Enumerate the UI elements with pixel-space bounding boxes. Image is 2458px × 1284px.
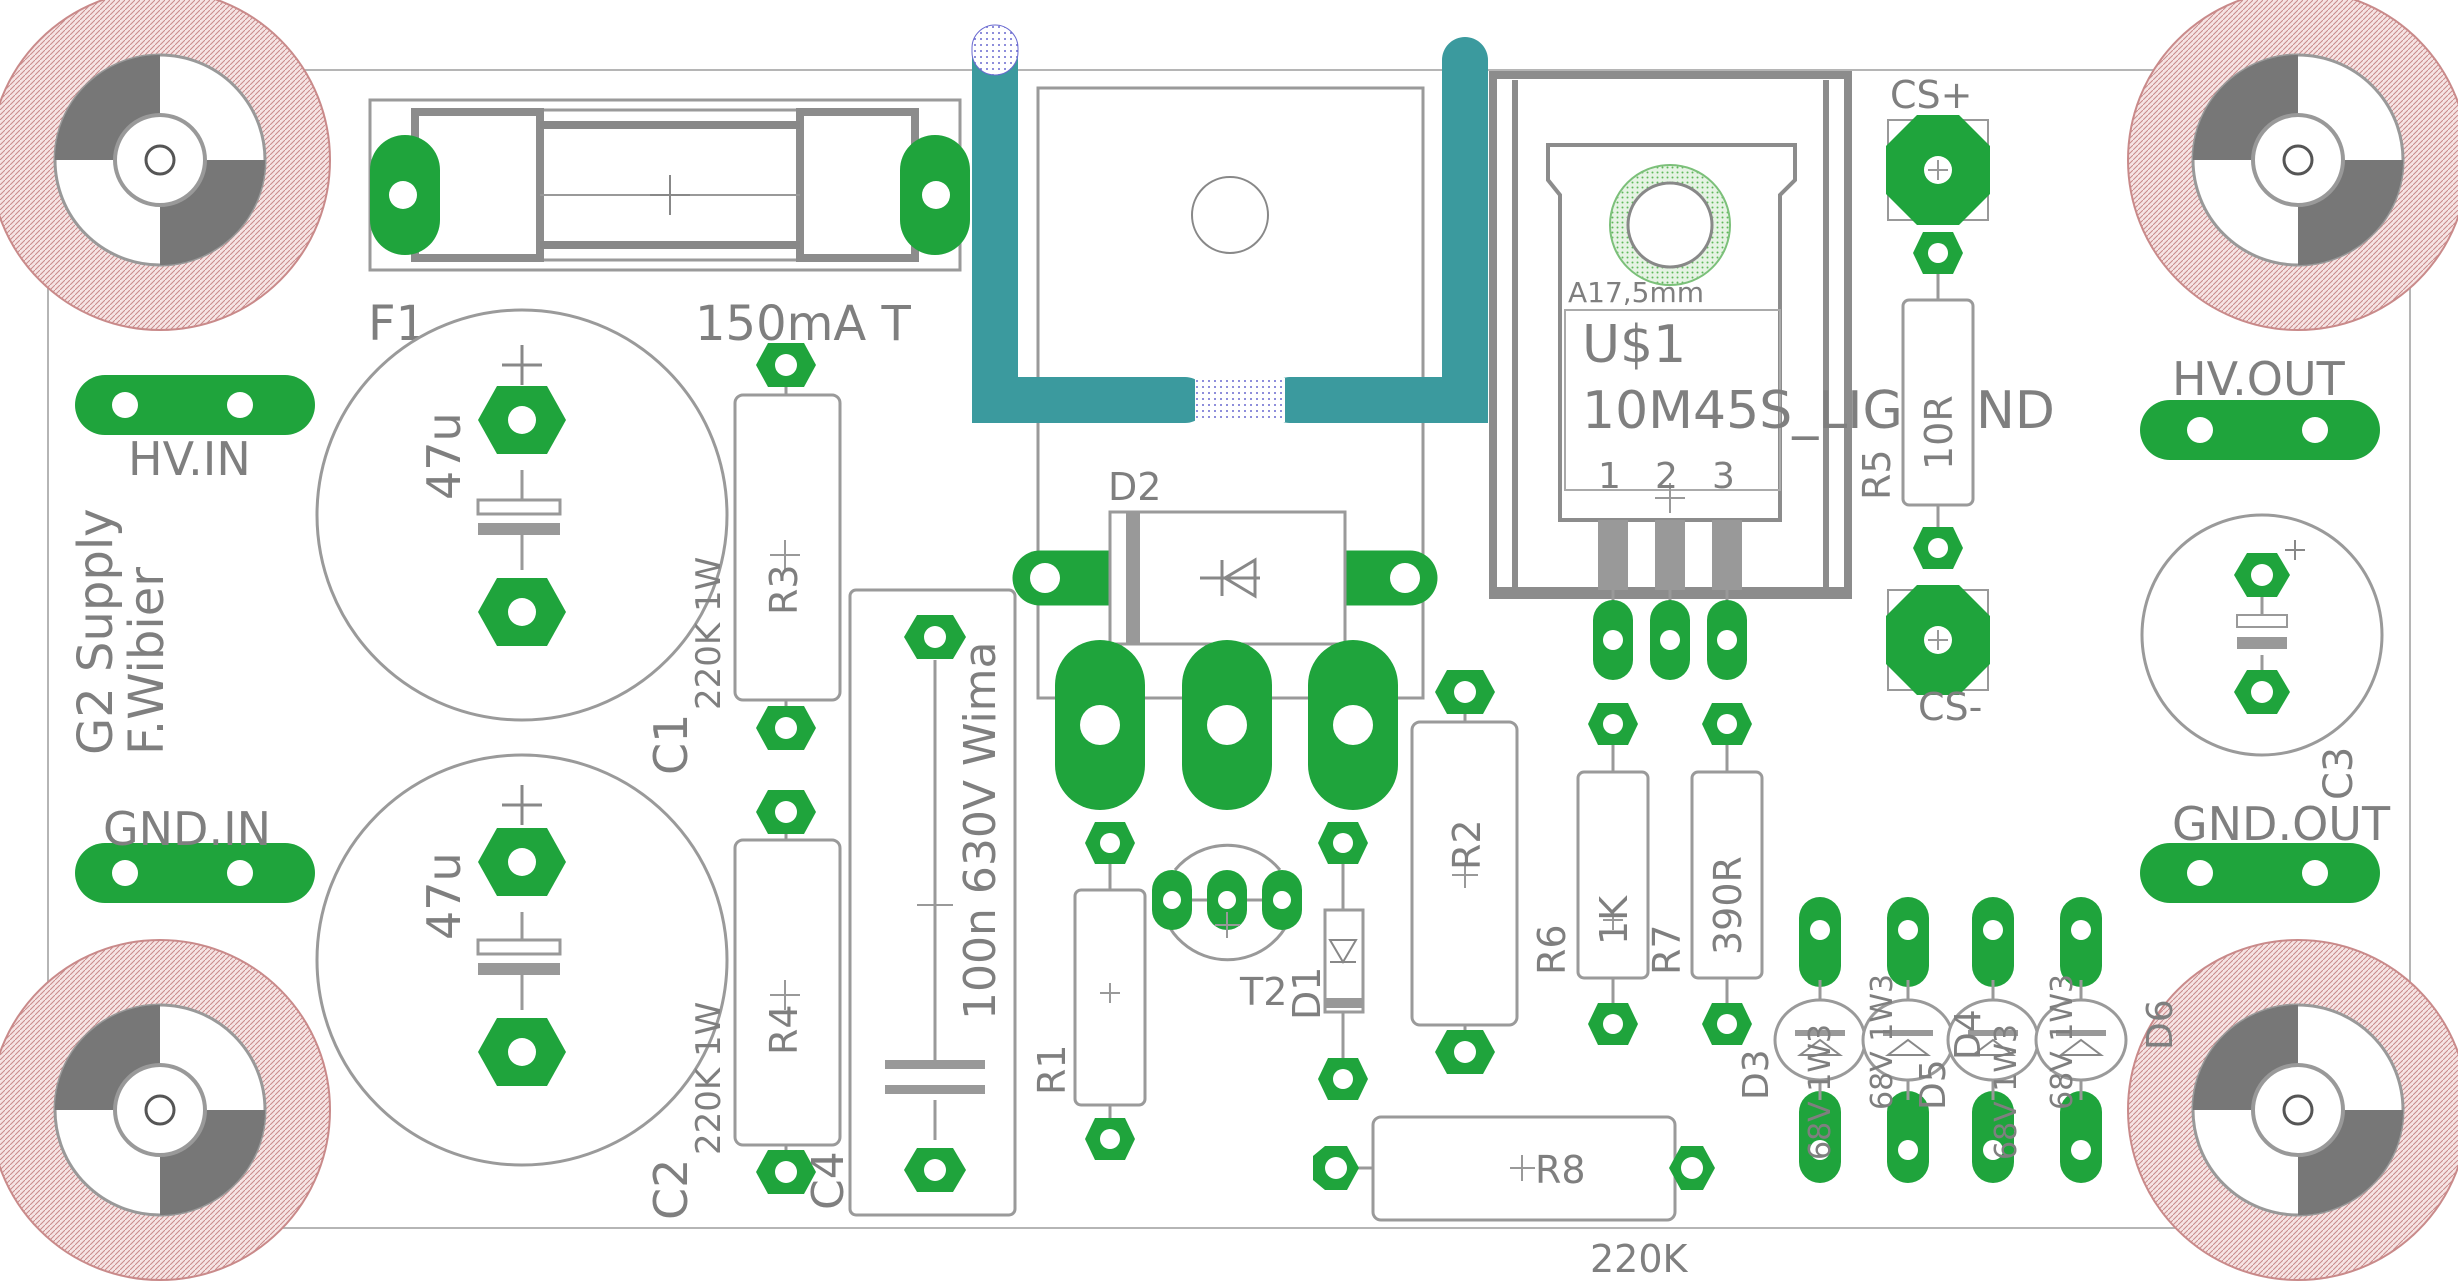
c3-name-label: C3 — [2316, 747, 2362, 800]
d1-name-label: D1 — [1285, 967, 1329, 1020]
r5-name-label: R5 — [1855, 449, 1899, 500]
hv-out-label: HV.OUT — [2172, 352, 2346, 406]
zener-d4 — [1946, 897, 2040, 1183]
capacitor-c1 — [315, 308, 729, 722]
cs-minus-label: CS- — [1918, 685, 1982, 729]
r4-name-label: R4 — [762, 1004, 806, 1055]
resistor-r2 — [1410, 670, 1519, 1074]
resistor-r7 — [1690, 703, 1764, 1045]
r1-name-label: R1 — [1030, 1044, 1074, 1095]
t2-name-label: T2 — [1239, 970, 1287, 1014]
r6-value-label: 1K — [1592, 895, 1636, 945]
d6-name-label: D6 — [2140, 999, 2181, 1050]
wire-link — [971, 24, 1488, 423]
d2-name-label: D2 — [1108, 465, 1161, 509]
board-title-line2: F.Wibier — [119, 567, 175, 755]
c4-name-label: C4 — [803, 1151, 854, 1210]
cs-plus-pad — [1886, 115, 1990, 225]
u1-name-label: U$1 — [1582, 315, 1686, 375]
mounting-hole-bottom-right — [2127, 939, 2458, 1281]
d3-zener-value: 68V 1W3 — [1803, 1024, 1838, 1160]
c4-value-label: 100n 630V Wima — [955, 641, 1006, 1020]
resistor-r3 — [733, 343, 842, 750]
c2-value-label: 47u — [417, 852, 471, 940]
d3-name-label: D3 — [1736, 1049, 1777, 1100]
gnd-out-connector — [2140, 843, 2380, 903]
cs-minus-pad — [1886, 585, 1990, 695]
u1-pin3-label: 3 — [1712, 456, 1735, 497]
u1-pin1-label: 1 — [1598, 456, 1621, 497]
regulator-u1 — [1489, 71, 1852, 680]
board-outline — [47, 69, 2411, 1229]
capacitor-c2 — [315, 753, 729, 1167]
r8-name-label: R8 — [1535, 1148, 1586, 1192]
d4-zener-value: 68V 1W3 — [1989, 1024, 2024, 1160]
resistor-r4 — [733, 790, 842, 1194]
diode-d1 — [1318, 822, 1368, 1100]
c1-value-label: 47u — [417, 412, 471, 500]
d6-zener-value: 68V 1W3 — [2045, 974, 2080, 1110]
gnd-in-label: GND.IN — [103, 802, 271, 856]
r3-name-label: R3 — [762, 564, 806, 615]
r5-value-label: 10R — [1917, 395, 1961, 470]
mounting-hole-bottom-left — [0, 939, 331, 1281]
fuse-f1 — [368, 98, 970, 272]
resistor-r8 — [1313, 1115, 1715, 1222]
bridge-pads — [1055, 640, 1398, 810]
d4-name-label: D4 — [1948, 1009, 1989, 1060]
mounting-hole-top-right — [2127, 0, 2458, 331]
mounting-hole-top-left — [0, 0, 331, 331]
capacitor-c4 — [848, 588, 1017, 1217]
r7-value-label: 390R — [1706, 856, 1750, 955]
hv-in-connector — [75, 375, 315, 435]
zener-d3 — [1773, 897, 1867, 1183]
board-title-line1: G2 Supply — [68, 508, 124, 755]
r8-value-label: 220K — [1590, 1237, 1689, 1281]
gnd-out-label: GND.OUT — [2172, 797, 2391, 851]
zener-d6 — [2034, 897, 2128, 1183]
hv-out-connector — [2140, 400, 2380, 460]
gnd-in-connector — [75, 843, 315, 903]
r2-name-label: R2 — [1445, 819, 1489, 870]
u1-pin2-label: 2 — [1655, 456, 1678, 497]
capacitor-c3 — [2140, 513, 2384, 757]
diode-d2 — [1012, 510, 1438, 646]
d5-name-label: D5 — [1913, 1059, 1954, 1110]
c1-name-label: C1 — [644, 714, 698, 775]
resistor-r1 — [1073, 822, 1147, 1160]
resistor-r5 — [1901, 232, 1975, 569]
resistor-r6 — [1576, 703, 1650, 1045]
transistor-t2 — [1152, 843, 1302, 962]
r7-name-label: R7 — [1645, 924, 1689, 975]
cs-plus-label: CS+ — [1890, 73, 1973, 117]
hv-in-label: HV.IN — [128, 432, 251, 486]
c2-name-label: C2 — [644, 1159, 698, 1220]
r3-value-label: 220K 1W — [689, 557, 729, 710]
u1-value-label: 10M45S_LIGGEND — [1582, 381, 2055, 441]
f1-value-label: 150mA T — [695, 296, 911, 352]
d5-zener-value: 68V 1W3 — [1865, 974, 1900, 1110]
r6-name-label: R6 — [1530, 924, 1574, 975]
heatsink-label: A17,5mm — [1568, 276, 1704, 309]
r4-value-label: 220K 1W — [689, 1002, 729, 1155]
